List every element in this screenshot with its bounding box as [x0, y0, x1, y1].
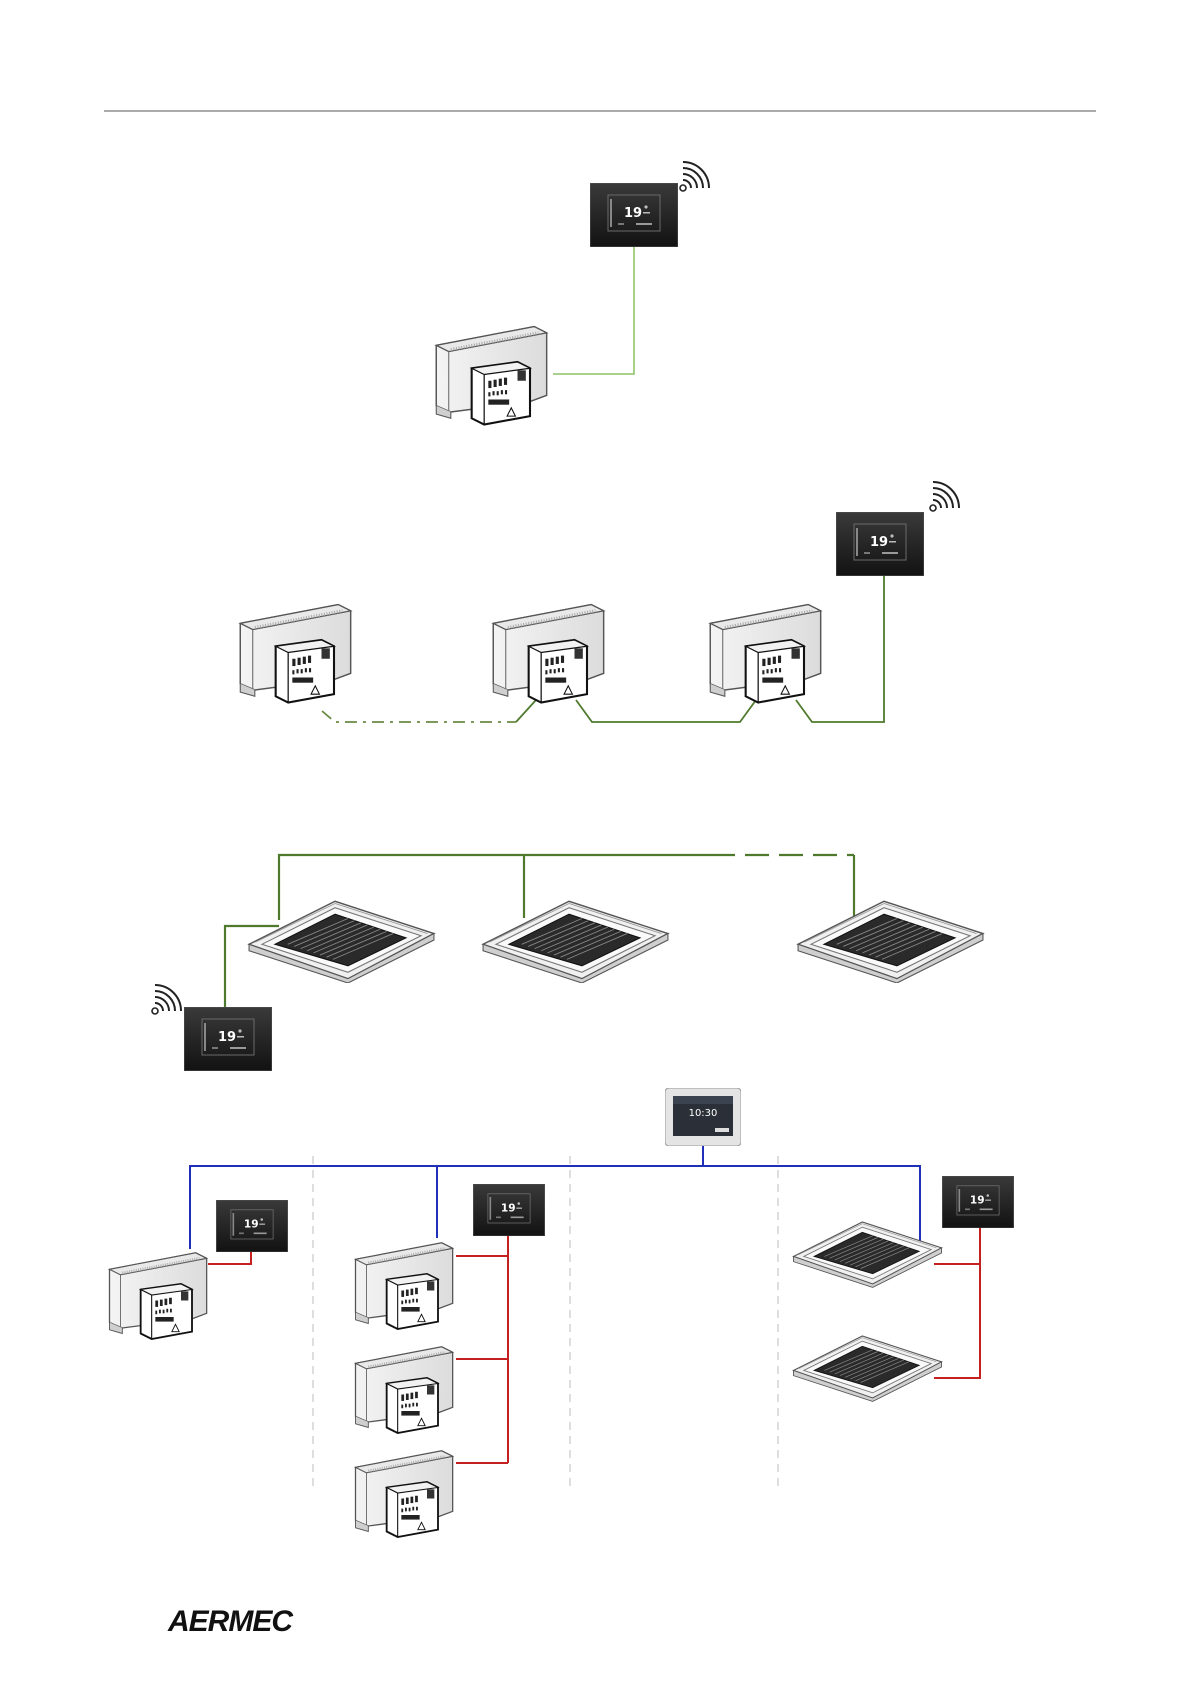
- fan-coil-icon: [240, 605, 350, 703]
- thermostat-icon: [942, 1176, 1014, 1228]
- brand-logo: AERMEC: [168, 1605, 292, 1639]
- thermostat-icon: [473, 1184, 545, 1236]
- fan-coil-icon: [436, 327, 546, 425]
- fan-coil-icon: [493, 605, 603, 703]
- wire-red: [456, 1236, 508, 1256]
- fan-coil-icon: [356, 1347, 453, 1433]
- fan-coil-icon: [110, 1253, 207, 1339]
- supervisor-time: 10:30: [689, 1108, 718, 1119]
- section-cassette-units: [152, 855, 983, 1071]
- fan-coil-icon: [356, 1451, 453, 1537]
- wire-light-green: [553, 246, 634, 374]
- wire-dashed-green: [322, 711, 516, 722]
- wifi-icon: [152, 985, 181, 1014]
- wire-red: [934, 1264, 980, 1378]
- section-supervisor-network: 10:30: [110, 1088, 1014, 1537]
- wifi-icon: [680, 162, 709, 191]
- thermostat-icon: [836, 512, 924, 576]
- thermostat-icon: [216, 1200, 288, 1252]
- wire-green: [516, 700, 536, 722]
- cassette-icon: [793, 1336, 941, 1401]
- fan-coil-icon: [710, 605, 820, 703]
- thermostat-icon: [590, 183, 678, 247]
- wire-red: [934, 1228, 980, 1264]
- cassette-icon: [249, 901, 434, 983]
- section-chained-units: [240, 482, 959, 722]
- wifi-icon: [930, 482, 959, 511]
- cassette-icon: [483, 901, 668, 983]
- wire-red: [208, 1252, 251, 1264]
- wire-blue-bus: [190, 1166, 920, 1249]
- thermostat-icon: [184, 1007, 272, 1071]
- cassette-icon: [798, 901, 983, 983]
- wire-green: [576, 700, 756, 722]
- fan-coil-icon: [356, 1243, 453, 1329]
- section-single-unit: [436, 162, 709, 425]
